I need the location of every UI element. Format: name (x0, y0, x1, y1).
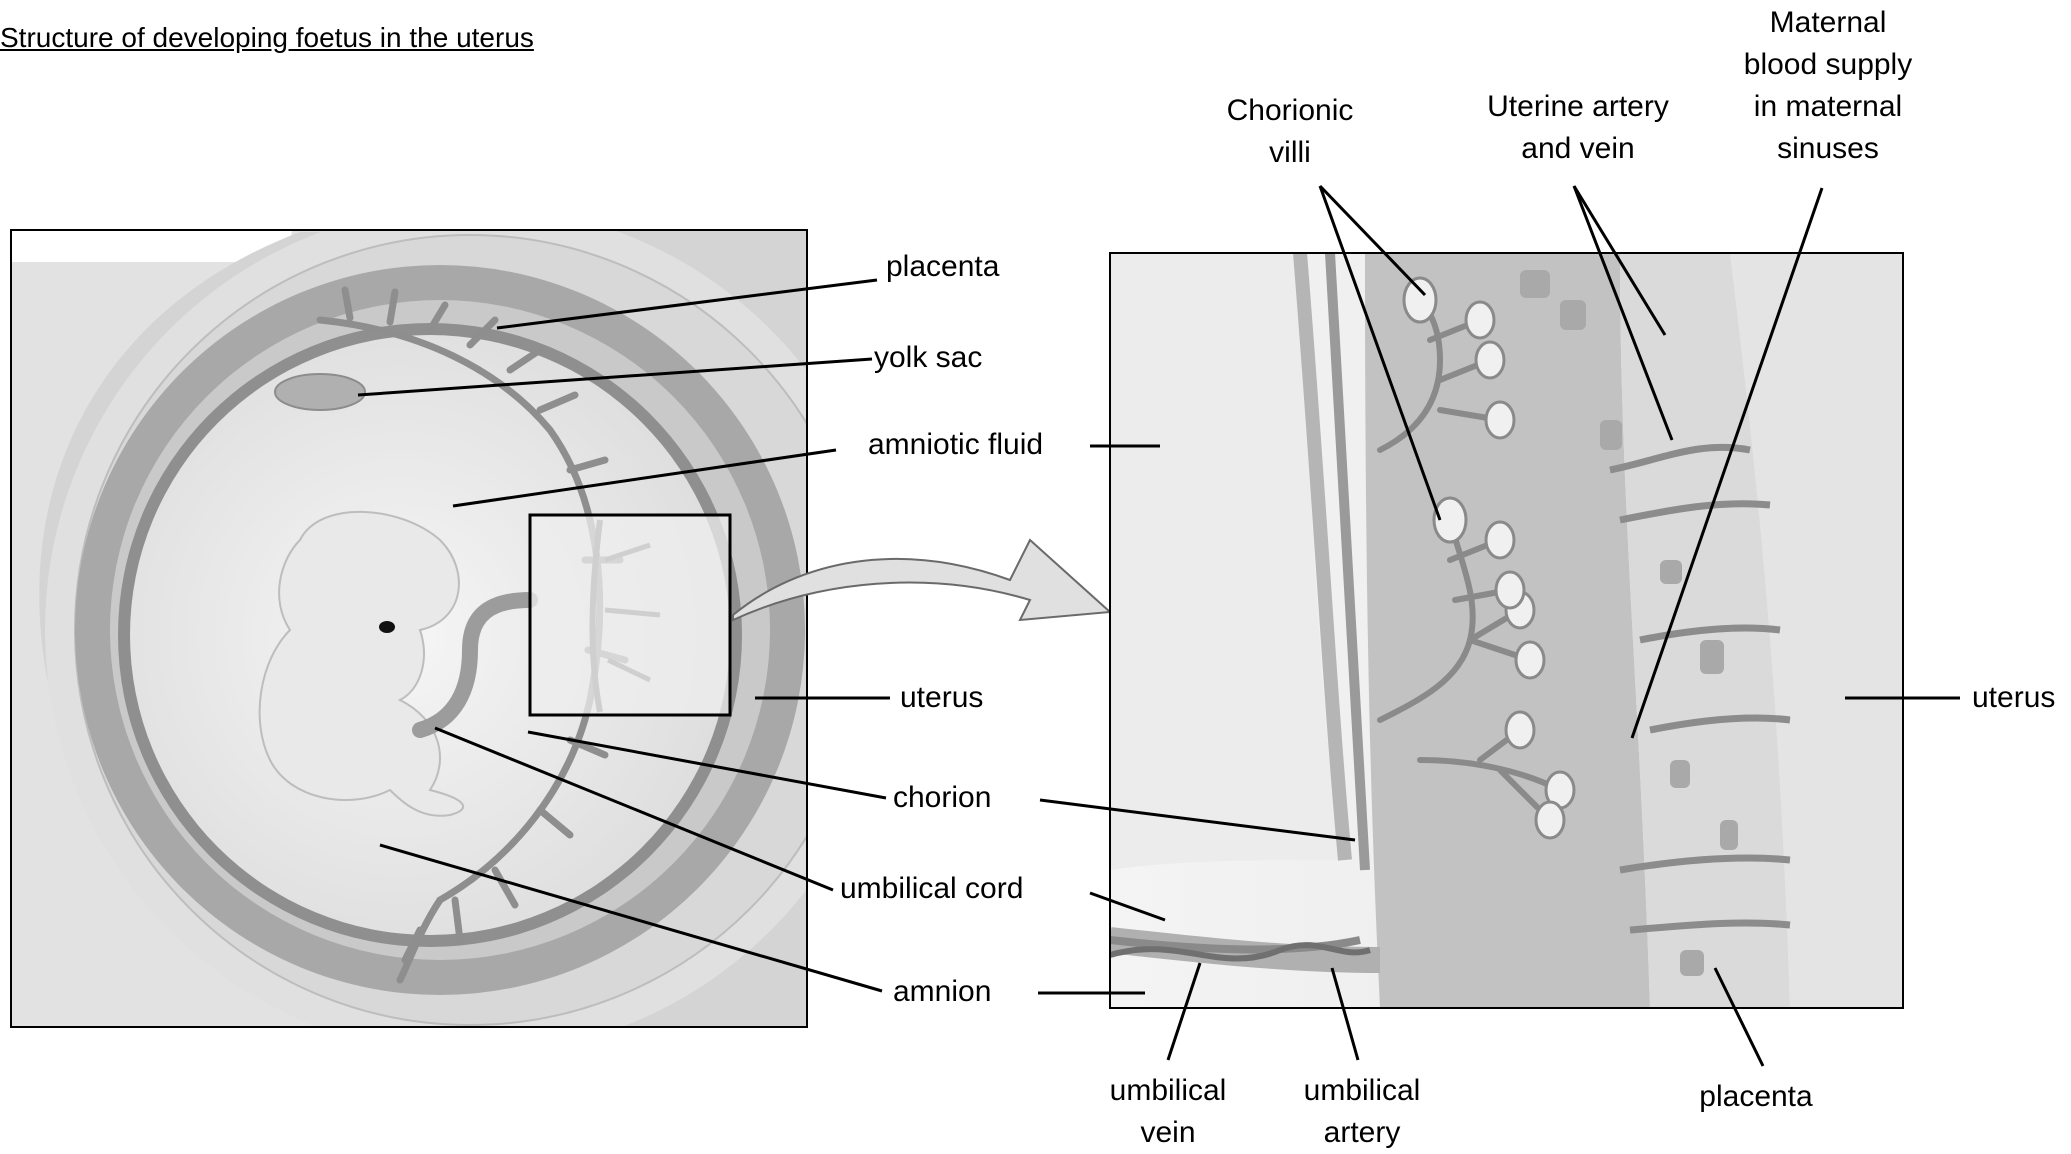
label-umbilical-artery: umbilical artery (1304, 1070, 1421, 1154)
label-uterus-right: uterus (1972, 677, 2055, 719)
label-umbilical-cord: umbilical cord (840, 868, 1023, 910)
left-panel (11, 205, 895, 1055)
yolk-sac-shape (275, 374, 365, 410)
label-umbilical-vein: umbilical vein (1110, 1070, 1227, 1154)
label-chorionic-villi: Chorionic villi (1227, 90, 1354, 174)
label-placenta-right: placenta (1699, 1076, 1812, 1118)
label-uterine-artery-vein: Uterine artery and vein (1487, 86, 1669, 170)
label-placenta: placenta (886, 246, 999, 288)
label-uterus-left: uterus (900, 677, 983, 719)
label-amniotic-fluid: amniotic fluid (868, 424, 1043, 466)
zoom-box (530, 515, 730, 715)
label-amnion: amnion (893, 971, 991, 1013)
label-yolk-sac: yolk sac (874, 337, 982, 379)
label-maternal-blood-supply: Maternal blood supply in maternal sinuse… (1744, 2, 1912, 170)
label-chorion: chorion (893, 777, 991, 819)
right-panel (1110, 253, 1903, 1008)
